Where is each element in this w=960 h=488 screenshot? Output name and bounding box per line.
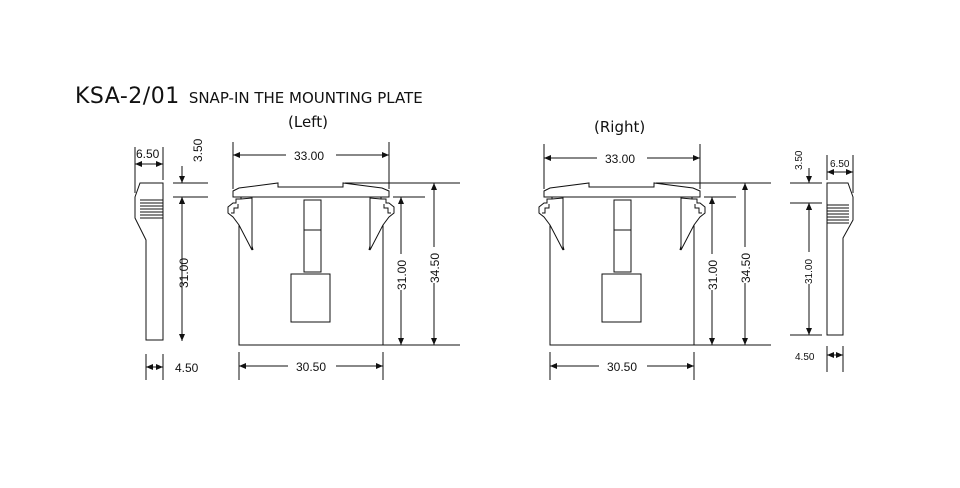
right-side-top-label: 3.50 [794,150,805,170]
right-side-profile [826,182,854,336]
left-front-center-slot [303,199,322,273]
left-side-profile [134,182,164,341]
right-view-label: (Right) [594,118,646,136]
left-front-top-width-label: 33.00 [294,149,324,163]
model-description: SNAP-IN THE MOUNTING PLATE [188,89,423,107]
left-side-top-label: 3.50 [191,138,205,162]
right-front-top-width-label: 33.00 [605,152,635,166]
left-view-label: (Left) [288,113,328,131]
model-code: KSA-2/01 [75,84,180,109]
left-front-view: 33.00 30.50 31.00 34.50 [227,142,460,380]
right-front-inner-height-label: 31.00 [706,260,720,290]
right-front-window [601,273,642,323]
right-side-bottom-label: 4.50 [795,352,815,363]
left-side-view: 6.50 3.50 31.00 4.50 [134,138,208,380]
left-side-width-label: 6.50 [136,147,160,161]
left-side-ribs [140,199,163,219]
left-front-window [290,273,331,323]
right-front-view: 33.00 30.50 31.00 34.50 [538,144,771,380]
left-front-total-height-label: 34.50 [428,253,442,283]
right-side-view: 6.50 3.50 31.00 4.50 [790,150,854,372]
left-side-bottom-label: 4.50 [175,361,199,375]
left-front-bottom-width-label: 30.50 [296,360,326,374]
right-front-total-height-label: 34.50 [739,253,753,283]
right-front-center-slot [613,199,632,273]
left-side-height-label: 31.00 [177,258,191,288]
right-side-ribs [827,204,849,224]
right-front-bottom-width-label: 30.50 [607,360,637,374]
left-front-inner-height-label: 31.00 [395,260,409,290]
right-side-width-label: 6.50 [830,159,850,170]
right-side-height-label: 31.00 [804,259,815,284]
drawing-title: KSA-2/01 SNAP-IN THE MOUNTING PLATE [75,84,423,109]
